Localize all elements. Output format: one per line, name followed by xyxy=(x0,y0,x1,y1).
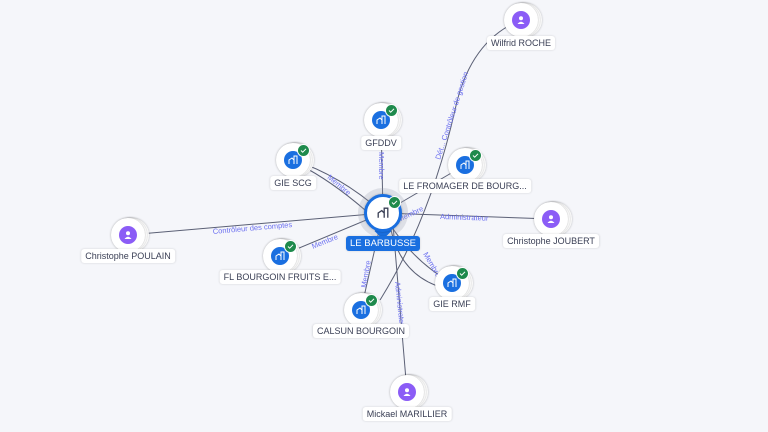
edge-label: Membre xyxy=(377,152,386,180)
person-icon xyxy=(542,210,560,228)
edge-label: Administrateur xyxy=(440,212,489,223)
verified-check-icon xyxy=(284,240,297,253)
building-icon xyxy=(374,204,392,222)
edge-poulain xyxy=(127,212,384,236)
edge-label: Membre xyxy=(326,173,353,198)
building-icon xyxy=(271,247,289,265)
edge-label: Membre xyxy=(310,232,339,251)
node-label: CALSUN BOURGOIN xyxy=(312,324,410,338)
node-label: Wilfrid ROCHE xyxy=(487,36,555,50)
building-icon xyxy=(372,111,390,129)
verified-check-icon xyxy=(385,104,398,117)
node-label: GIE SCG xyxy=(270,176,316,190)
building-icon xyxy=(352,301,370,319)
verified-check-icon xyxy=(456,267,469,280)
edge-label: Membre xyxy=(359,260,373,289)
verified-check-icon xyxy=(469,149,482,162)
verified-check-icon xyxy=(365,294,378,307)
edge-label: Contrôleur des comptes xyxy=(212,220,292,236)
node-label: GIE RMF xyxy=(429,297,475,311)
node-label: FL BOURGOIN FRUITS E... xyxy=(219,270,341,284)
node-label: GFDDV xyxy=(361,136,401,150)
verified-check-icon xyxy=(388,196,401,209)
edge-joubert xyxy=(382,212,552,220)
person-icon xyxy=(512,11,530,29)
edge-mickael xyxy=(392,224,408,393)
building-icon xyxy=(443,274,461,292)
node-label: Christophe POULAIN xyxy=(81,249,175,263)
center-label: LE BARBUSSE xyxy=(346,236,420,251)
node-label: LE FROMAGER DE BOURG... xyxy=(399,179,531,193)
building-icon xyxy=(284,151,302,169)
person-icon xyxy=(119,226,137,244)
person-icon xyxy=(398,383,416,401)
building-icon xyxy=(456,156,474,174)
verified-check-icon xyxy=(297,144,310,157)
node-label: Mickael MARILLIER xyxy=(362,407,452,421)
node-label: Christophe JOUBERT xyxy=(503,234,599,248)
